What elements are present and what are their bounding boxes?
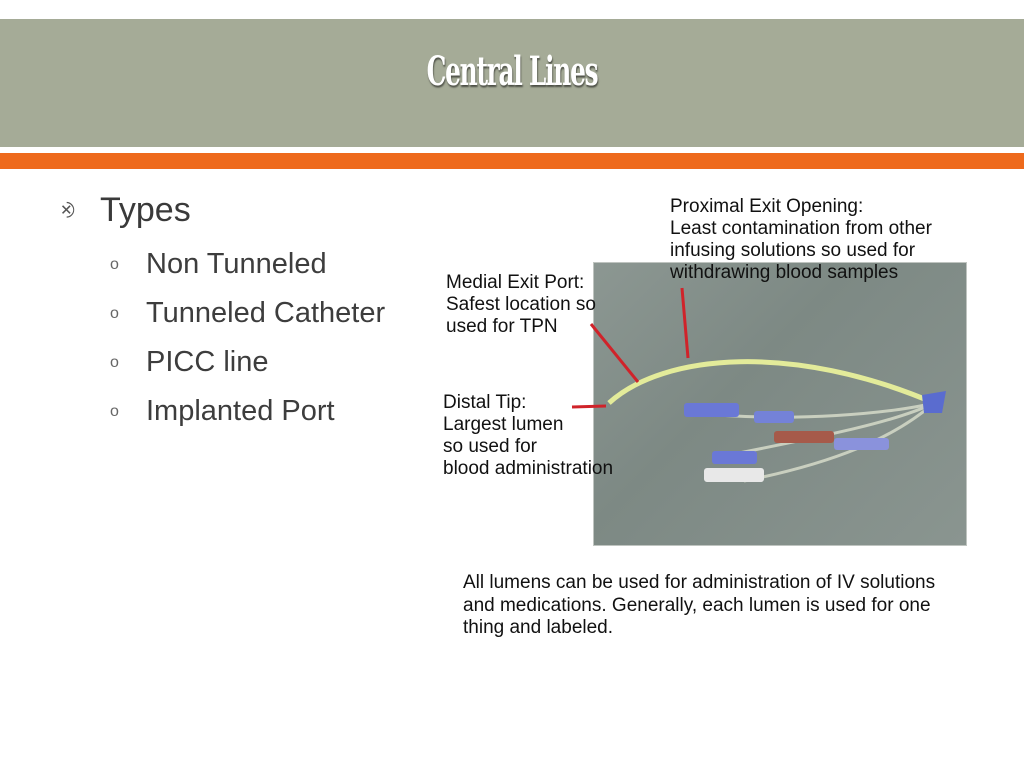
pointer-lines: [571, 287, 690, 409]
bullet-label: Types: [100, 190, 191, 229]
caption-line: thing and labeled.: [463, 617, 614, 638]
slide-title: Central Lines: [426, 48, 599, 95]
pointer-line: [589, 323, 640, 383]
accent-bar: [0, 153, 1024, 169]
catheter-tube: [607, 359, 935, 406]
label-line: used for TPN: [446, 316, 558, 337]
label-line: withdrawing blood samples: [670, 262, 899, 283]
sub-bullet-label: Implanted Port: [146, 395, 335, 427]
sub-bullet-label: PICC line: [146, 346, 269, 378]
hollow-circle-icon: o: [110, 304, 119, 322]
caption-line: All lumens can be used for administratio…: [463, 572, 936, 593]
label-line: infusing solutions so used for: [670, 240, 916, 261]
label-line: Safest location so: [446, 294, 596, 315]
scroll-bullet-icon: ⨵: [60, 197, 76, 223]
label-heading: Distal Tip:: [443, 392, 527, 413]
label-line: Least contamination from other: [670, 218, 932, 239]
label-line: Largest lumen: [443, 414, 564, 435]
label-line: so used for: [443, 436, 537, 457]
sub-bullet-item: o PICC line: [110, 338, 385, 387]
label-heading: Proximal Exit Opening:: [670, 196, 864, 217]
sub-bullet-label: Non Tunneled: [146, 248, 327, 280]
sub-bullet-item: o Implanted Port: [110, 387, 385, 436]
sub-bullet-label: Tunneled Catheter: [146, 297, 386, 329]
lumen-connector: [754, 411, 794, 423]
label-heading: Medial Exit Port:: [446, 272, 585, 293]
caption-line: and medications. Generally, each lumen i…: [463, 594, 931, 616]
catheter-figure: Proximal Exit Opening: Least contaminati…: [438, 192, 1018, 652]
hollow-circle-icon: o: [110, 402, 119, 420]
label-medial: Medial Exit Port: Safest location so use…: [446, 272, 596, 338]
catheter-hub: [922, 391, 946, 413]
figure-caption: All lumens can be used for administratio…: [463, 572, 1023, 640]
pointer-line: [680, 287, 690, 359]
sub-bullet-item: o Non Tunneled: [110, 240, 385, 289]
hollow-circle-icon: o: [110, 255, 119, 273]
catheter-photo: [593, 262, 967, 546]
band-divider: [0, 147, 1024, 153]
bullet-list: ⨵ Types o Non Tunneled o Tunneled Cathet…: [60, 190, 385, 436]
lumen-connector: [712, 451, 757, 464]
bullet-types: ⨵ Types: [60, 190, 385, 230]
lumen-connector: [704, 468, 764, 482]
lumen-connector: [684, 403, 739, 417]
sub-bullet-list: o Non Tunneled o Tunneled Catheter o PIC…: [110, 240, 385, 436]
pointer-line: [571, 404, 607, 409]
title-band: [0, 19, 1024, 147]
sub-bullet-item: o Tunneled Catheter: [110, 289, 385, 338]
lumen-connector: [834, 438, 889, 450]
label-proximal: Proximal Exit Opening: Least contaminati…: [670, 196, 932, 284]
catheter-illustration: [607, 359, 946, 483]
label-distal: Distal Tip: Largest lumen so used for bl…: [443, 392, 613, 480]
label-line: blood administration: [443, 458, 614, 479]
lumen-connector: [774, 431, 834, 443]
hollow-circle-icon: o: [110, 353, 119, 371]
